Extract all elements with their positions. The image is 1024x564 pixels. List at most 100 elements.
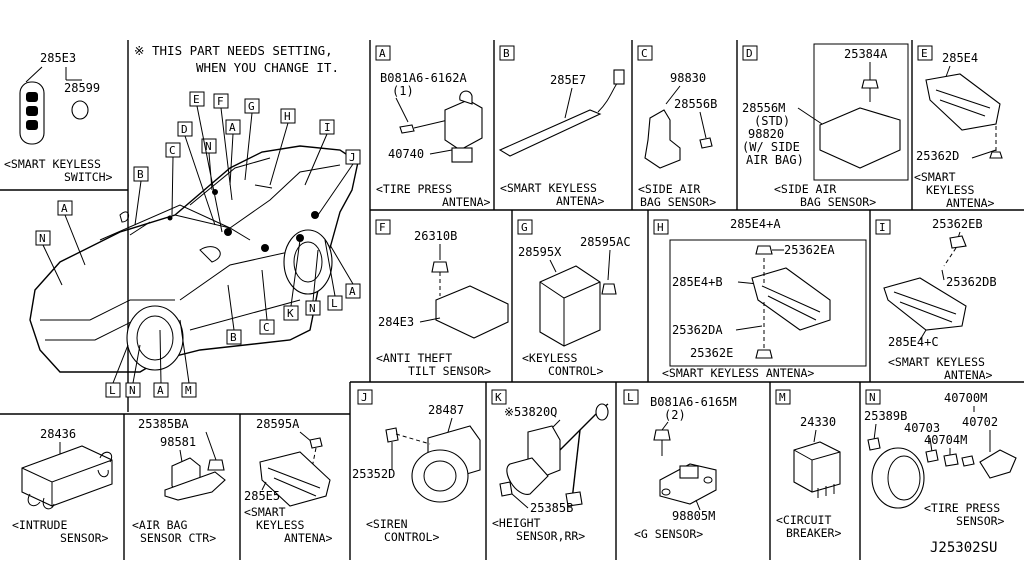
svg-text:N: N <box>205 140 212 153</box>
part-number: 40704M <box>924 433 967 447</box>
callout-letter: F <box>213 93 229 109</box>
nut-icon <box>989 151 1003 159</box>
part-number: 98830 <box>670 71 706 85</box>
part-caption: SENSOR,RR> <box>516 529 585 543</box>
svg-text:A: A <box>157 384 164 397</box>
nut-icon <box>207 459 225 471</box>
svg-text:B: B <box>230 331 237 344</box>
part-number: 25362EA <box>784 243 835 257</box>
part-caption: TILT SENSOR> <box>408 364 491 378</box>
keyless-antena-icon <box>883 277 967 331</box>
part-number: 25362EB <box>932 217 983 231</box>
svg-text:A: A <box>61 202 68 215</box>
callout-letter: L <box>327 295 343 311</box>
callout-letter: I <box>319 119 335 135</box>
panel-letter: H <box>657 221 664 234</box>
tilt-sensor-icon <box>435 285 509 339</box>
keyless-antena-icon <box>259 451 331 507</box>
panel-letter: B <box>503 47 510 60</box>
part-number: 98805M <box>672 509 715 523</box>
panel-c-side-air-bag-sensor: C 98830 28556B <SIDE AIR BAG SENSOR> <box>637 45 717 209</box>
tire-press-antena-icon <box>444 99 483 151</box>
panel-letter: G <box>521 221 528 234</box>
callout-letter: L <box>105 382 121 398</box>
svg-text:D: D <box>181 123 188 136</box>
svg-text:G: G <box>248 100 255 113</box>
part-number: 285E5 <box>244 489 280 503</box>
part-caption: <INTRUDE <box>12 518 67 532</box>
nut-icon <box>755 245 773 255</box>
link-end-icon <box>565 491 583 507</box>
keyless-control-unit-icon <box>539 265 601 347</box>
part-caption: <HEIGHT <box>492 516 541 530</box>
svg-text:N: N <box>39 232 46 245</box>
variant-note: AIR BAG) <box>746 153 804 167</box>
tire-press-sensor-icon <box>979 449 1017 479</box>
bolt-icon <box>499 481 513 497</box>
part-number: 285E4+B <box>672 275 723 289</box>
part-caption: SWITCH> <box>64 170 113 184</box>
svg-text:E: E <box>193 93 200 106</box>
callout-letter: J <box>345 149 361 165</box>
svg-text:L: L <box>109 384 116 397</box>
side-air-bag-sensor-icon <box>819 107 901 169</box>
part-caption: KEYLESS <box>926 183 975 197</box>
panel-i-smart-keyless-antena: I 25362EB 25362DB 285E4+C <SMART KEYLESS… <box>875 217 997 382</box>
panel-letter: D <box>746 47 753 60</box>
quantity: (1) <box>392 84 414 98</box>
antena-bar-icon <box>498 109 602 157</box>
part-number: 40703 <box>904 421 940 435</box>
part-caption: <SMART <box>244 505 286 519</box>
part-caption: BREAKER> <box>786 526 841 540</box>
part-number: 28556B <box>674 97 717 111</box>
part-caption: CONTROL> <box>548 364 603 378</box>
bolt-icon <box>309 437 323 449</box>
part-caption: BAG SENSOR> <box>640 195 716 209</box>
callout-letter: N <box>35 230 51 246</box>
vehicle-callouts: B C D E F G A N H I J A N L N A M B C K … <box>35 91 361 398</box>
part-number: 40702 <box>962 415 998 429</box>
part-number: 25362E <box>690 346 733 360</box>
part-number: 24330 <box>800 415 836 429</box>
part-caption: ANTENA> <box>944 368 993 382</box>
siren-horn-icon <box>411 449 469 503</box>
bolt-icon <box>385 427 399 443</box>
part-number: ※53820Q <box>504 405 557 419</box>
part-number: 284E3 <box>378 315 414 329</box>
part-number: 40700M <box>944 391 987 405</box>
fob-button-icon <box>26 106 38 116</box>
svg-text:N: N <box>309 302 316 315</box>
callout-letter: H <box>280 108 296 124</box>
part-number: 98581 <box>160 435 196 449</box>
part-number: 25362D <box>916 149 959 163</box>
bolt-icon <box>861 79 879 89</box>
part-number: 40740 <box>388 147 424 161</box>
panel-letter: K <box>495 391 502 404</box>
g-sensor-icon <box>659 463 717 505</box>
part-caption: CONTROL> <box>384 530 439 544</box>
part-caption: ANTENA> <box>442 195 491 209</box>
part-number: 25362DA <box>672 323 723 337</box>
part-caption: <TIRE PRESS <box>376 182 452 196</box>
part-number: 25362DB <box>946 275 997 289</box>
part-number: 25385B <box>530 501 573 515</box>
svg-text:C: C <box>263 321 270 334</box>
panel-j-siren-control: J 28487 25352D <SIREN CONTROL> <box>352 389 481 544</box>
panel-b-smart-keyless-antena: B 285E7 <SMART KEYLESS ANTENA> <box>498 45 625 208</box>
part-number: 28595X <box>518 245 562 259</box>
panel-letter: C <box>641 47 648 60</box>
diagram-reference: J25302SU <box>930 540 997 556</box>
panel-k-height-sensor: K ※53820Q 25385B <HEIGHT SENSOR,RR> <box>491 389 609 543</box>
part-number: 285E4+C <box>888 335 939 349</box>
svg-text:B: B <box>137 168 144 181</box>
panel-d-side-air-bag-sensor: D 25384A 28556M (STD) 98820 (W/ SIDE AIR… <box>742 43 909 209</box>
part-caption: <SMART KEYLESS <box>888 355 985 369</box>
panel-grid <box>0 40 1024 560</box>
part-caption: <SMART KEYLESS <box>4 157 101 171</box>
callout-letter: M <box>181 382 197 398</box>
bracket-icon <box>164 471 226 501</box>
circuit-breaker-icon <box>793 441 841 493</box>
panel-letter: F <box>379 221 386 234</box>
keyless-antena-icon <box>925 73 1001 131</box>
